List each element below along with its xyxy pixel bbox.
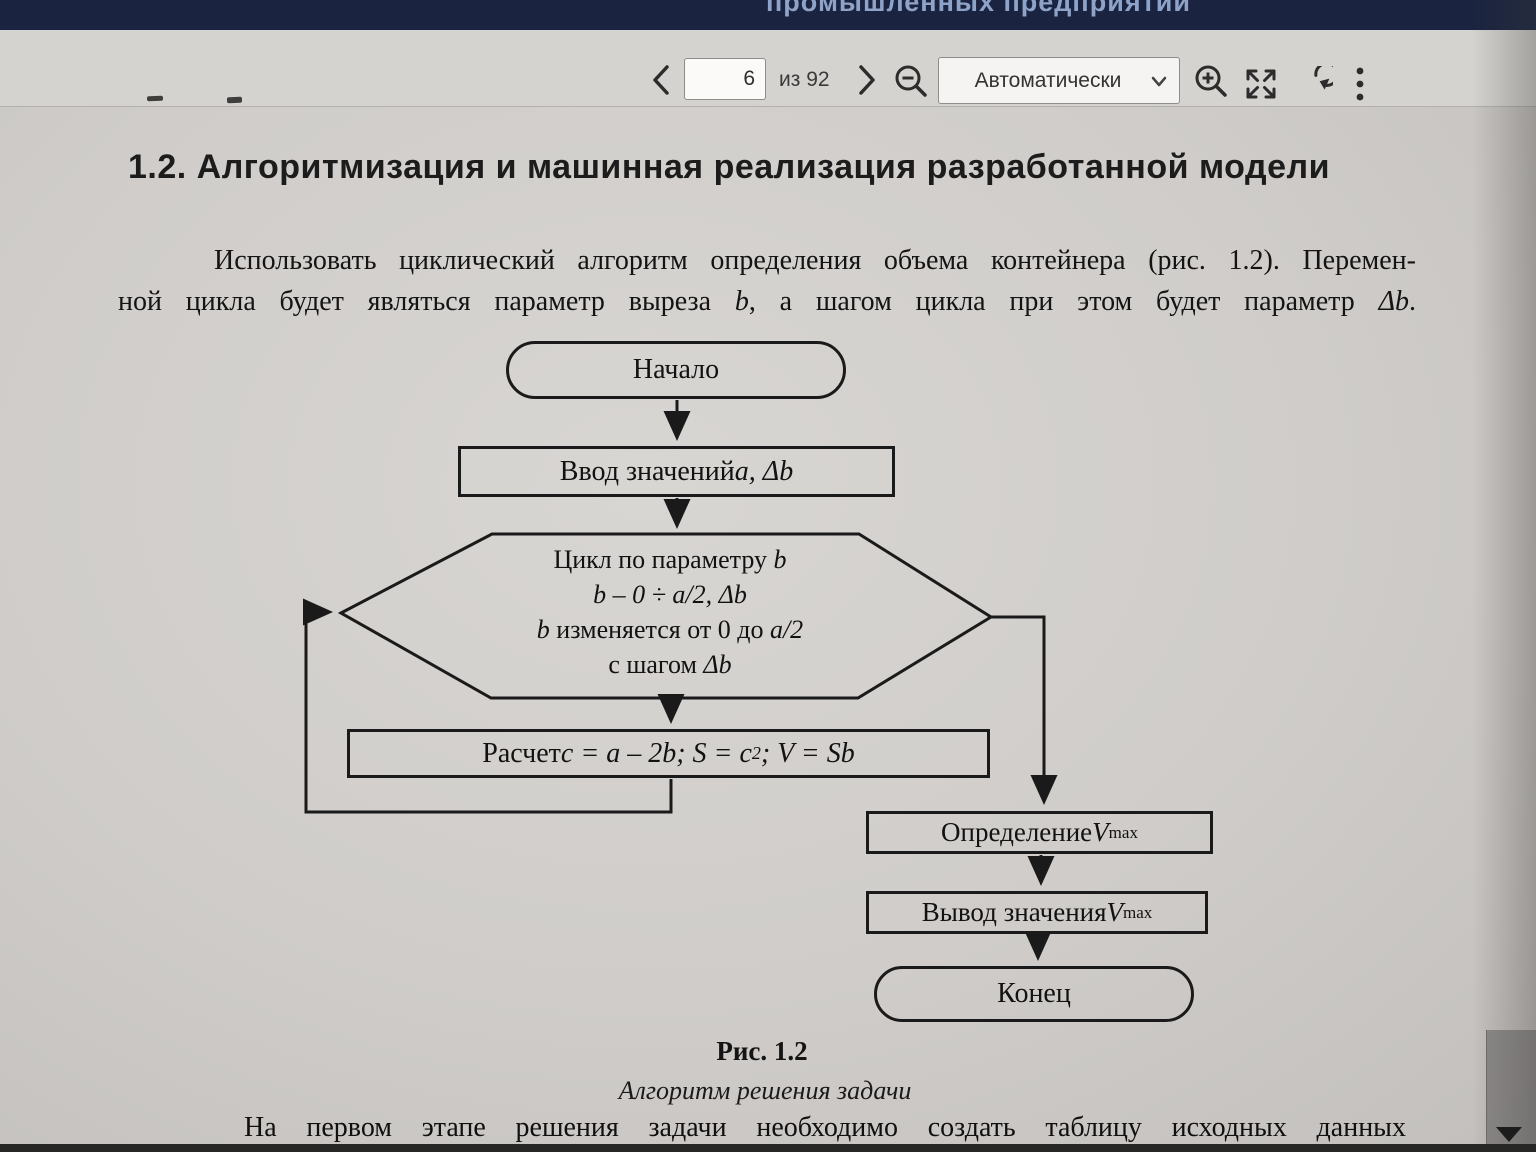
footer-paragraph: На первом этапе решения задачи необходим…	[244, 1112, 1406, 1143]
zoom-out-button[interactable]	[892, 62, 930, 100]
chevron-left-icon	[648, 60, 674, 100]
figure-caption: Рис. 1.2	[716, 1036, 808, 1066]
page-edge-mark	[226, 96, 243, 104]
page-edge-mark	[146, 95, 164, 102]
browser-header: промышленных предприятий	[0, 0, 1536, 30]
magnifier-plus-icon	[1193, 63, 1229, 99]
intro-line-1: Использовать циклический алгоритм опреде…	[214, 245, 1416, 276]
screen-edge-shade	[1472, 0, 1536, 1152]
zoom-in-button[interactable]	[1192, 62, 1230, 100]
section-heading: 1.2. Алгоритмизация и машинная реализаци…	[128, 148, 1330, 186]
page-count-label: из 92	[779, 68, 830, 91]
chevron-down-icon	[1151, 75, 1167, 93]
figure-subtitle: Алгоритм решения задачи	[618, 1076, 912, 1105]
previous-page-button[interactable]	[646, 60, 676, 100]
flowchart-end-node: Конец	[874, 966, 1194, 1022]
window-title: промышленных предприятий	[766, 0, 1192, 17]
pdf-toolbar: из 92 Автоматически	[0, 30, 1536, 107]
fullscreen-button[interactable]	[1240, 63, 1282, 105]
screen-bottom-edge	[0, 1144, 1536, 1152]
flowchart-loop-node-text: Цикл по параметру b b – 0 ÷ a/2, Δb b из…	[536, 545, 804, 679]
rotate-clockwise-icon	[1293, 66, 1333, 106]
kebab-menu-icon	[1354, 64, 1366, 104]
zoom-level-select[interactable]: Автоматически	[938, 57, 1180, 104]
next-page-button[interactable]	[852, 60, 882, 100]
expand-arrows-icon	[1241, 64, 1281, 104]
chevron-right-icon	[854, 60, 880, 100]
flowchart-start-node: Начало	[506, 341, 846, 399]
scroll-down-icon[interactable]	[1496, 1127, 1522, 1142]
zoom-level-value: Автоматически	[974, 68, 1122, 92]
more-options-button[interactable]	[1348, 63, 1372, 105]
flowchart-input-node: Ввод значений a, Δb	[458, 446, 895, 497]
intro-paragraph: Использовать циклический алгоритм опреде…	[118, 240, 1416, 322]
intro-line-2: ной цикла будет являться параметр выреза…	[118, 286, 1416, 317]
magnifier-minus-icon	[893, 63, 929, 99]
rotate-button[interactable]	[1292, 65, 1334, 107]
page-number-input[interactable]	[684, 58, 766, 100]
